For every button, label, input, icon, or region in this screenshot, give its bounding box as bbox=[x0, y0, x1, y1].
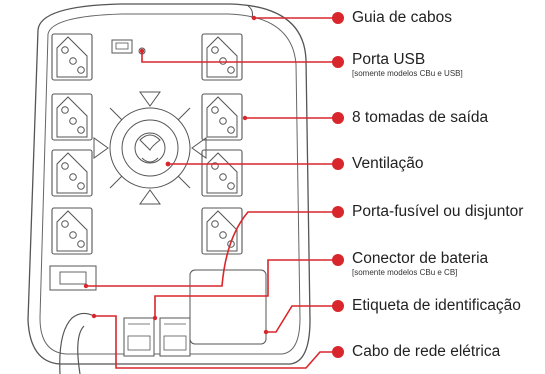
outlet-right-3 bbox=[201, 149, 243, 197]
outlet-right-1 bbox=[201, 33, 243, 81]
leader-porta-fusivel bbox=[86, 211, 338, 287]
callout-label: Ventilação bbox=[352, 155, 424, 172]
callout-porta-usb: Porta USB [somente modelos CBu e USB] bbox=[352, 51, 463, 78]
callout-lines bbox=[86, 17, 338, 369]
leader-conector-bateria bbox=[154, 259, 338, 318]
callout-note: [somente modelos CBu e USB] bbox=[352, 69, 463, 78]
callout-label: Guia de cabos bbox=[352, 9, 452, 26]
callout-markers bbox=[332, 12, 344, 358]
outlet-left-4 bbox=[51, 207, 93, 255]
callout-tomadas-de-saida: 8 tomadas de saída bbox=[352, 109, 488, 127]
callout-etiqueta: Etiqueta de identificação bbox=[352, 297, 521, 315]
outlet-right-2 bbox=[201, 93, 243, 141]
callout-endpoints bbox=[83, 15, 269, 335]
callout-label: 8 tomadas de saída bbox=[352, 109, 489, 126]
id-label-area bbox=[189, 269, 267, 345]
outlet-left-1 bbox=[51, 33, 93, 81]
battery-connector-icon bbox=[123, 317, 191, 357]
callout-label: Conector de bateria bbox=[352, 250, 489, 267]
leader-cabo-rede bbox=[94, 315, 338, 369]
power-cable-icon bbox=[59, 312, 95, 374]
callout-cabo-de-rede: Cabo de rede elétrica bbox=[352, 343, 500, 361]
callout-label: Cabo de rede elétrica bbox=[352, 343, 501, 360]
callout-ventilacao: Ventilação bbox=[352, 155, 424, 173]
callout-porta-fusivel: Porta-fusível ou disjuntor bbox=[352, 203, 523, 221]
leader-porta-usb bbox=[141, 51, 338, 63]
leader-etiqueta bbox=[266, 305, 338, 333]
callout-conector-de-bateria: Conector de bateria [somente modelos CBu… bbox=[352, 250, 488, 277]
callout-label: Porta USB bbox=[352, 51, 426, 68]
callout-guia-de-cabos: Guia de cabos bbox=[352, 9, 452, 27]
callout-label: Porta-fusível ou disjuntor bbox=[352, 203, 524, 220]
outlet-left-3 bbox=[51, 149, 93, 197]
callout-note: [somente modelos CBu e CB] bbox=[352, 268, 458, 277]
callout-label: Etiqueta de identificação bbox=[352, 297, 521, 314]
outlet-left-2 bbox=[51, 93, 93, 141]
ventilation-fan-icon bbox=[93, 91, 207, 205]
